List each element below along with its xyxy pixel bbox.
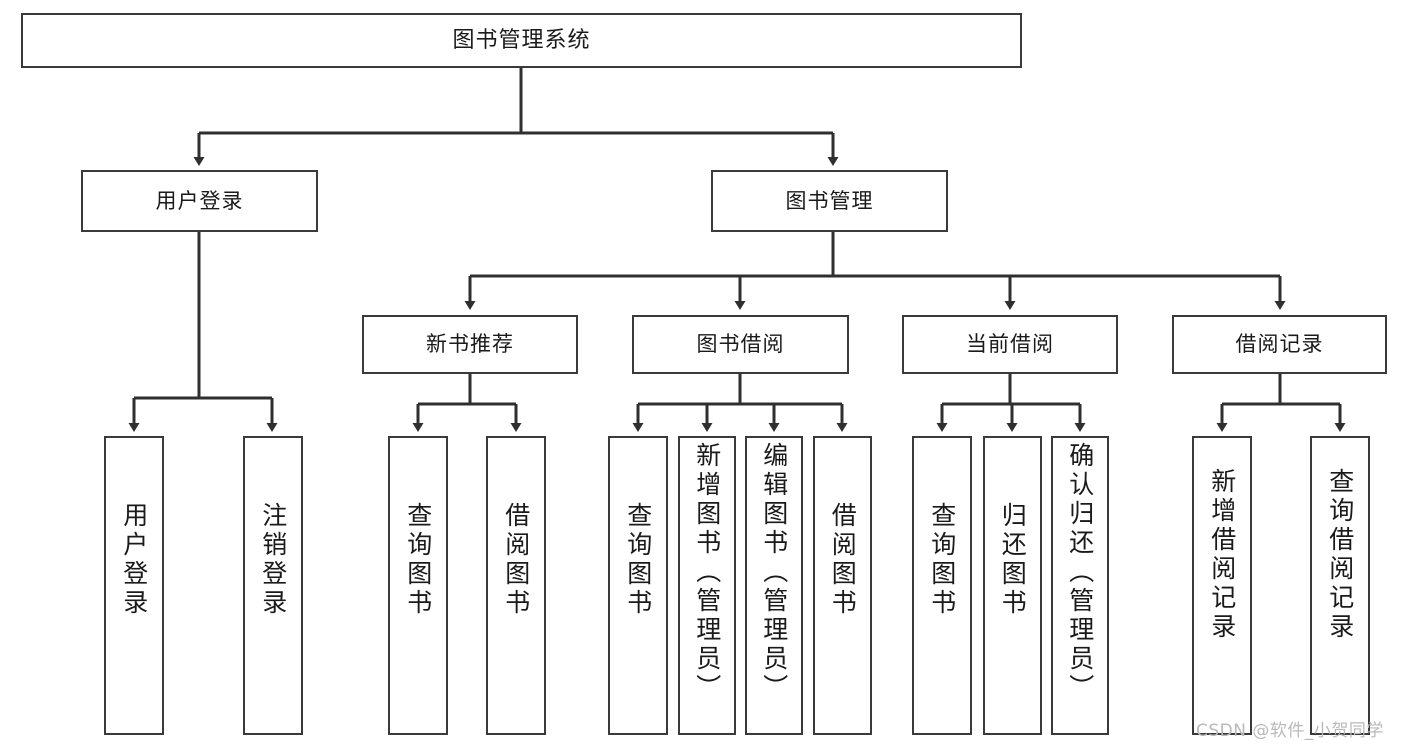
node-leaf-query-book-2-label: 查询图书 (623, 502, 653, 618)
node-leaf-query-book-3[interactable]: 查询图书 (912, 436, 972, 735)
node-leaf-add-record[interactable]: 新增借阅记录 (1192, 436, 1252, 735)
node-leaf-add-record-label: 新增借阅记录 (1207, 468, 1237, 642)
node-leaf-user-logout[interactable]: 注销登录 (243, 436, 303, 735)
node-leaf-query-record[interactable]: 查询借阅记录 (1310, 436, 1370, 735)
node-leaf-query-book-3-label: 查询图书 (927, 502, 957, 618)
node-leaf-borrow-book-1-label: 借阅图书 (501, 502, 531, 618)
node-leaf-borrow-book-1[interactable]: 借阅图书 (486, 436, 546, 735)
node-book-borrow[interactable]: 图书借阅 (632, 315, 849, 374)
node-root[interactable]: 图书管理系统 (21, 13, 1022, 68)
node-leaf-user-login-label: 用户登录 (119, 502, 149, 618)
node-book-borrow-label: 图书借阅 (696, 332, 785, 357)
node-user-login-label: 用户登录 (155, 188, 244, 213)
node-leaf-add-book[interactable]: 新增图书（管理员） (678, 436, 736, 735)
node-leaf-query-record-label: 查询借阅记录 (1325, 468, 1355, 642)
node-new-book-rec[interactable]: 新书推荐 (362, 315, 578, 374)
node-root-label: 图书管理系统 (452, 27, 591, 53)
node-current-borrow[interactable]: 当前借阅 (902, 315, 1118, 374)
node-leaf-query-book-1-label: 查询图书 (403, 502, 433, 618)
node-current-borrow-label: 当前借阅 (966, 332, 1054, 357)
node-leaf-borrow-book-2[interactable]: 借阅图书 (813, 436, 872, 735)
node-leaf-confirm-return-label: 确认归还（管理员） (1065, 442, 1095, 703)
node-borrow-record-label: 借阅记录 (1235, 332, 1324, 357)
node-leaf-confirm-return[interactable]: 确认归还（管理员） (1051, 436, 1109, 735)
node-leaf-user-logout-label: 注销登录 (258, 502, 288, 618)
node-leaf-edit-book[interactable]: 编辑图书（管理员） (745, 436, 803, 735)
node-leaf-return-book-label: 归还图书 (998, 502, 1028, 618)
node-book-manage[interactable]: 图书管理 (711, 170, 948, 232)
node-leaf-borrow-book-2-label: 借阅图书 (828, 502, 858, 618)
node-user-login[interactable]: 用户登录 (81, 170, 318, 232)
node-leaf-return-book[interactable]: 归还图书 (983, 436, 1042, 735)
node-leaf-user-login[interactable]: 用户登录 (104, 436, 164, 735)
node-new-book-rec-label: 新书推荐 (426, 332, 514, 357)
node-leaf-edit-book-label: 编辑图书（管理员） (759, 442, 789, 703)
node-leaf-query-book-2[interactable]: 查询图书 (608, 436, 668, 735)
watermark-text: CSDN @软件_小贺同学 (1196, 721, 1384, 741)
node-book-manage-label: 图书管理 (785, 188, 874, 213)
node-leaf-query-book-1[interactable]: 查询图书 (388, 436, 448, 735)
node-leaf-add-book-label: 新增图书（管理员） (692, 442, 722, 703)
node-borrow-record[interactable]: 借阅记录 (1172, 315, 1387, 374)
